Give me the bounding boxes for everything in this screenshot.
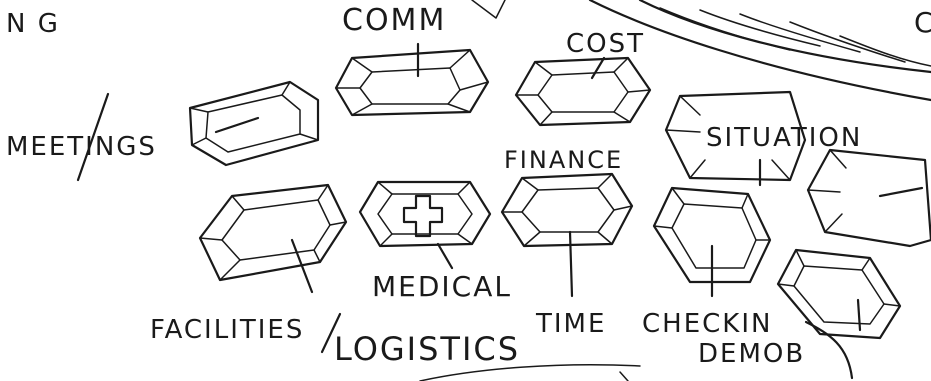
cross-icon [402,194,444,238]
facilities-logistics-slash [320,312,342,354]
label-situation: SITUATION [706,123,862,153]
table-cost [514,56,652,127]
label-time: TIME [535,309,606,339]
label-checkin: CHECKIN [642,309,772,339]
label-facilities: FACILITIES [150,315,304,345]
large-table [471,0,931,102]
label-medical: MEDICAL [372,270,512,303]
table-comm [334,42,490,117]
table-meetings [188,80,320,167]
bottom-arc [419,364,641,381]
label-ng: N G [6,9,60,39]
label-demob: DEMOB [698,339,805,369]
label-edge-c: C [914,6,931,39]
meetings-strike [76,92,110,182]
label-comm: COMM [342,3,446,38]
table-finance [500,172,634,298]
table-facilities [198,183,348,294]
table-situation [664,90,807,187]
table-checkin [652,186,772,298]
label-finance: FINANCE [504,146,623,174]
label-meetings: MEETINGS [6,132,157,162]
label-cost: COST [566,29,645,59]
table-medical [358,180,492,270]
table-right-edge [806,148,931,248]
table-demob [776,248,902,380]
label-logistics: LOGISTICS [334,330,520,368]
